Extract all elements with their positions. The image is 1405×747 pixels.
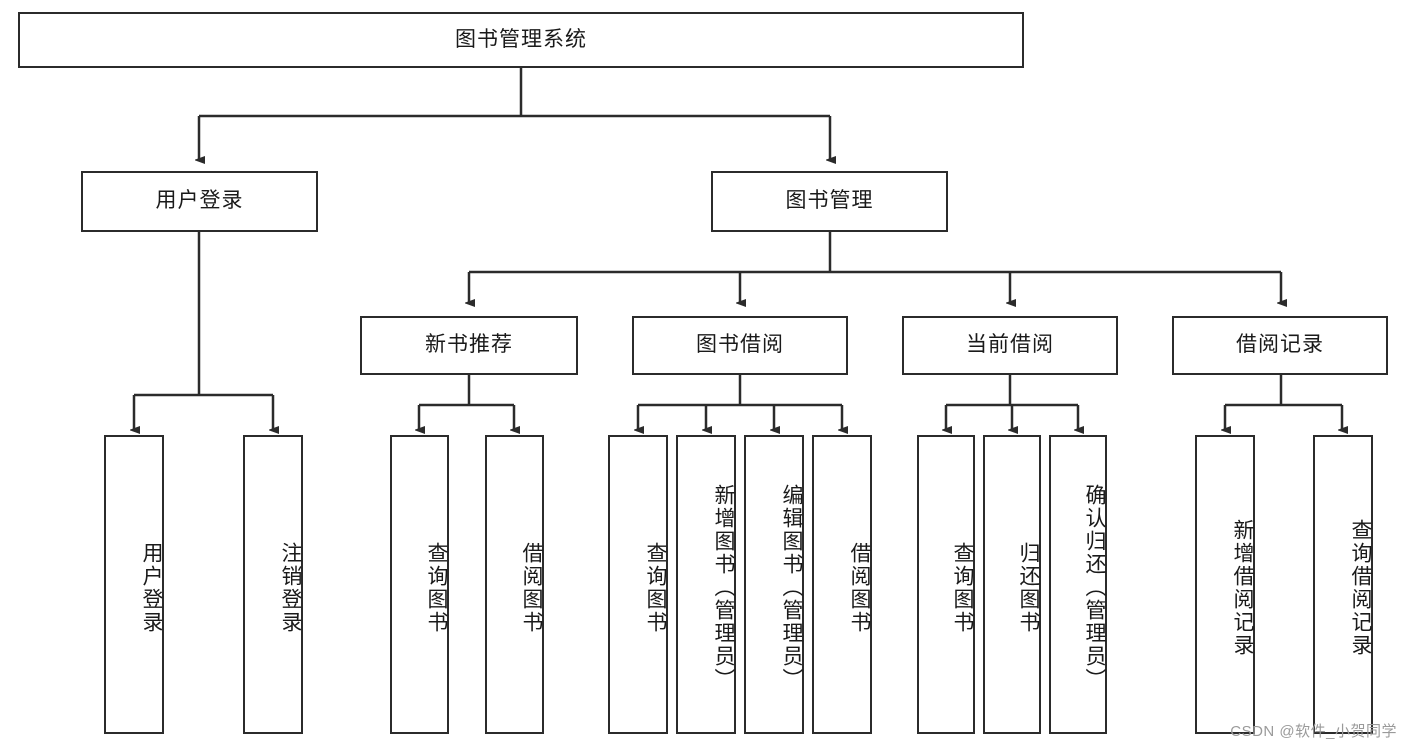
node-root-book-management-system[interactable]: 图书管理系统 — [18, 12, 1024, 68]
node-label: 图书借阅 — [696, 333, 784, 357]
leaf-book-borrow-add-book-admin[interactable]: 新增图书（管理员） — [676, 435, 736, 734]
node-new-book-recommend[interactable]: 新书推荐 — [360, 316, 578, 375]
node-label: 新增图书（管理员） — [712, 484, 735, 691]
node-label: 确认归还（管理员） — [1083, 484, 1106, 691]
node-label: 新书推荐 — [425, 333, 513, 357]
node-label: 编辑图书（管理员） — [780, 484, 803, 691]
node-label: 查询图书 — [644, 541, 667, 634]
node-user-login[interactable]: 用户登录 — [81, 171, 318, 232]
leaf-borrow-record-query-record[interactable]: 查询借阅记录 — [1313, 435, 1373, 734]
leaf-current-borrow-confirm-return-admin[interactable]: 确认归还（管理员） — [1049, 435, 1107, 734]
node-label: 查询借阅记录 — [1349, 518, 1372, 657]
node-label: 新增借阅记录 — [1231, 518, 1254, 657]
leaf-current-borrow-return-book[interactable]: 归还图书 — [983, 435, 1041, 734]
leaf-user-login-login[interactable]: 用户登录 — [104, 435, 164, 734]
node-label: 图书管理系统 — [455, 27, 587, 51]
leaf-user-login-logout[interactable]: 注销登录 — [243, 435, 303, 734]
node-label: 用户登录 — [140, 541, 163, 634]
leaf-new-book-borrow-book[interactable]: 借阅图书 — [485, 435, 544, 734]
node-label: 用户登录 — [155, 189, 244, 213]
node-label: 图书管理 — [785, 189, 874, 213]
leaf-new-book-query-book[interactable]: 查询图书 — [390, 435, 449, 734]
leaf-book-borrow-query-book[interactable]: 查询图书 — [608, 435, 668, 734]
leaf-book-borrow-edit-book-admin[interactable]: 编辑图书（管理员） — [744, 435, 804, 734]
node-label: 查询图书 — [951, 541, 974, 634]
node-book-borrow[interactable]: 图书借阅 — [632, 316, 848, 375]
node-label: 查询图书 — [425, 541, 448, 634]
node-label: 当前借阅 — [966, 333, 1054, 357]
node-label: 借阅图书 — [848, 541, 871, 634]
node-current-borrow[interactable]: 当前借阅 — [902, 316, 1118, 375]
node-label: 归还图书 — [1017, 541, 1040, 634]
leaf-current-borrow-query-book[interactable]: 查询图书 — [917, 435, 975, 734]
leaf-book-borrow-borrow-book[interactable]: 借阅图书 — [812, 435, 872, 734]
leaf-borrow-record-add-record[interactable]: 新增借阅记录 — [1195, 435, 1255, 734]
node-label: 借阅记录 — [1236, 333, 1324, 357]
watermark: CSDN @软件_小贺同学 — [1230, 723, 1397, 740]
node-book-management[interactable]: 图书管理 — [711, 171, 948, 232]
node-label: 借阅图书 — [520, 541, 543, 634]
node-borrow-record[interactable]: 借阅记录 — [1172, 316, 1388, 375]
node-label: 注销登录 — [279, 541, 302, 634]
